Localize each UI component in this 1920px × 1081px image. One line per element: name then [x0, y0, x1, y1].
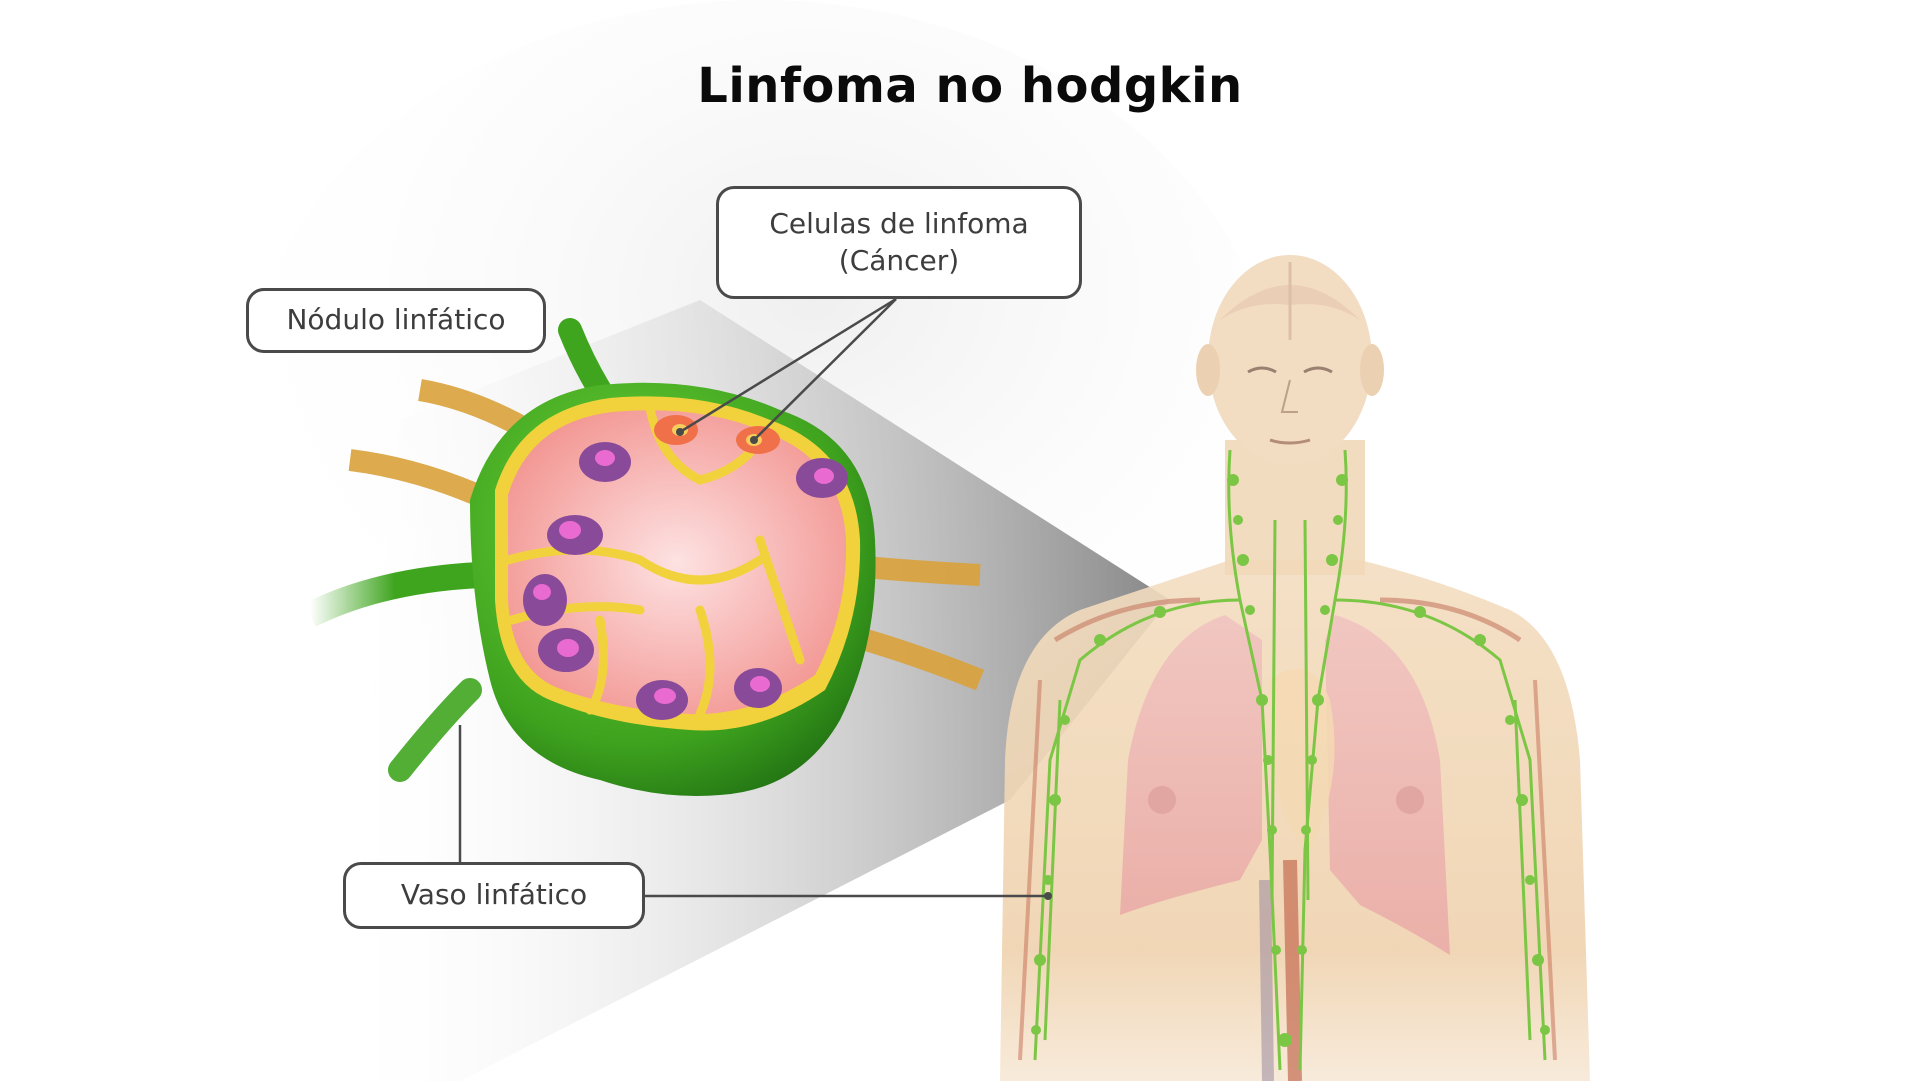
human-body-illustration [1000, 255, 1590, 1081]
callout-cancer-cells-line2: (Cáncer) [838, 243, 960, 277]
callout-cancer-cells-line1: Celulas de linfoma [769, 207, 1029, 241]
lymphatic-vessels [1033, 449, 1547, 1071]
leader-line-cancer-cell-1 [679, 297, 897, 434]
callout-cancer-cells: Celulas de linfoma (Cáncer) [716, 186, 1082, 299]
lymph-nodes [1031, 474, 1550, 1047]
page-title: Linfoma no hodgkin [697, 58, 1243, 114]
callout-lymph-node-text: Nódulo linfático [286, 303, 506, 337]
callout-lymph-node: Nódulo linfático [246, 288, 546, 353]
leader-lines [458, 297, 1048, 898]
callout-lymph-vessel-text: Vaso linfático [400, 878, 588, 912]
callout-lymph-vessel: Vaso linfático [343, 862, 645, 929]
follicles [523, 442, 848, 720]
leader-line-cancer-cell-2 [753, 298, 897, 441]
